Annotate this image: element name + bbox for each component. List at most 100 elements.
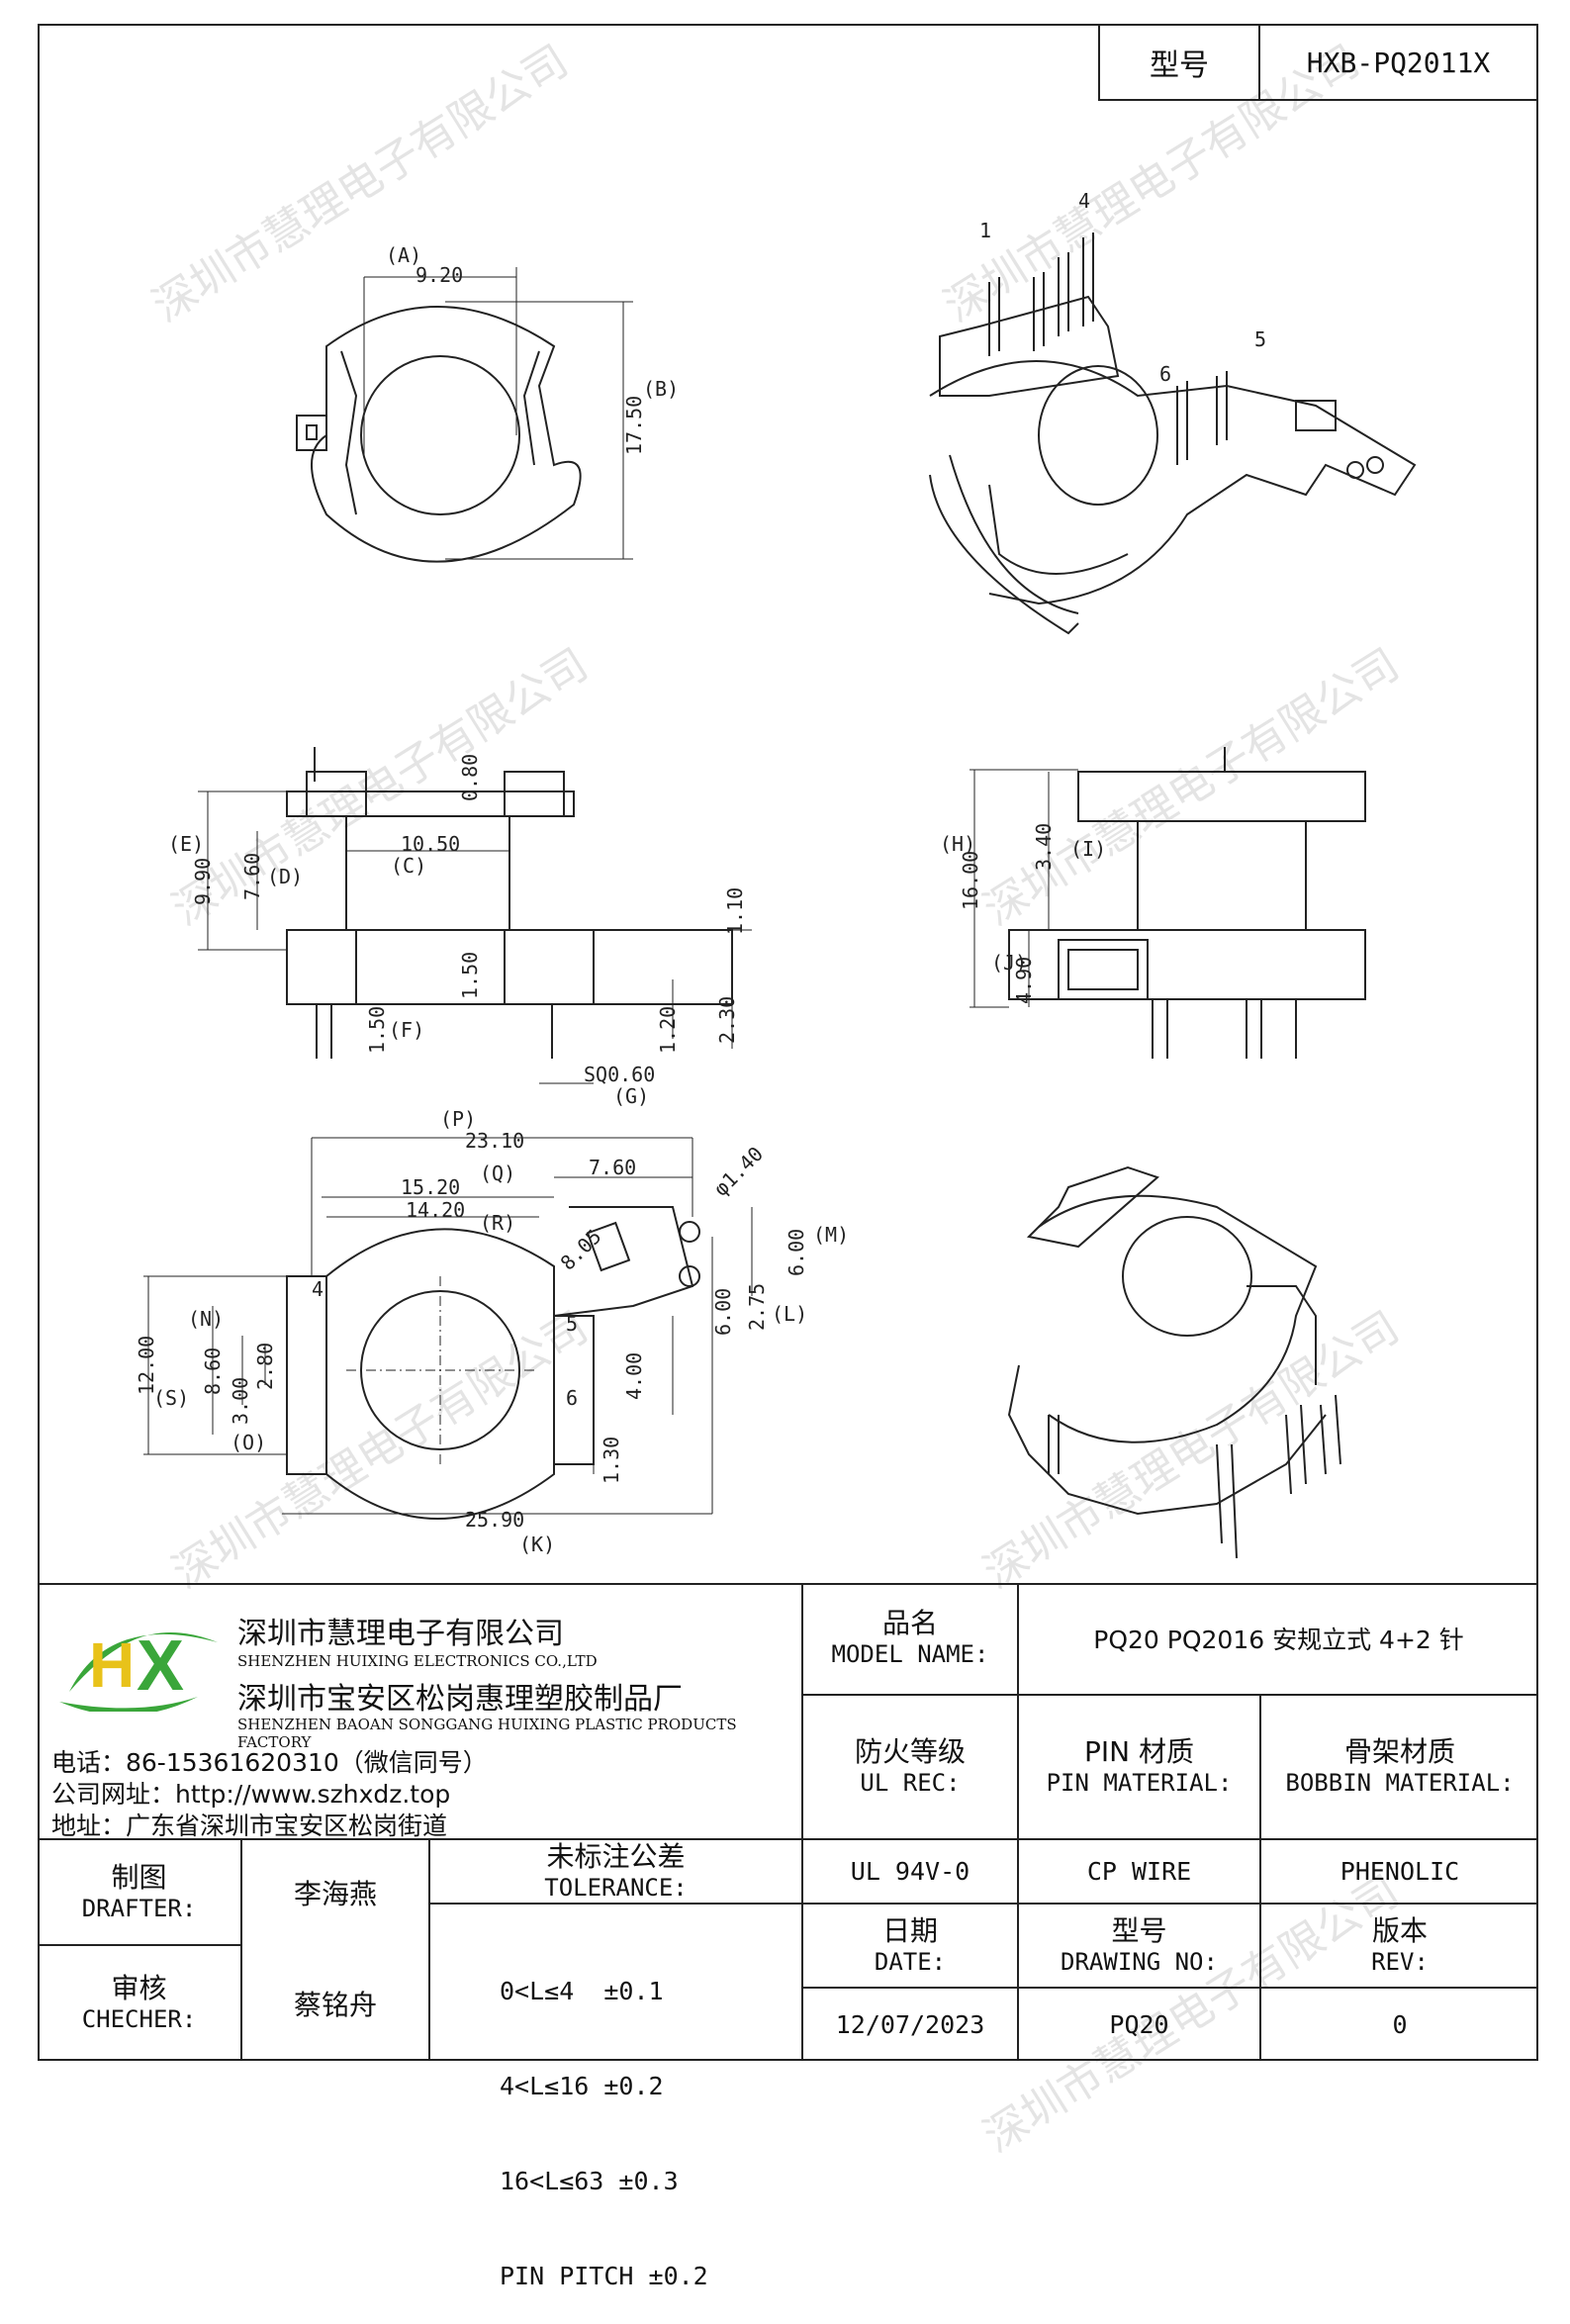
dim-value: 8.05 — [556, 1225, 606, 1275]
date-value: 12/07/2023 — [835, 2010, 985, 2039]
dim-value: 7.60 — [240, 853, 264, 900]
date-en: DATE: — [874, 1947, 947, 1976]
dim-label: (C) — [391, 854, 426, 878]
dim-value: 9.90 — [191, 858, 215, 905]
tolerance-cn: 未标注公差 — [546, 1839, 686, 1873]
dim-value: 15.20 — [401, 1175, 460, 1199]
technical-drawing: (A) 9.20 17.50 (B) 1 4 5 6 — [135, 189, 1417, 1559]
dim-value: 8.60 — [201, 1348, 225, 1395]
pin-number: 5 — [1254, 327, 1266, 351]
checker-label: 审核 CHECHER: — [38, 1946, 240, 2061]
company-name-en: SHENZHEN HUIXING ELECTRONICS CO.,LTD — [237, 1652, 598, 1670]
factory-name-en: SHENZHEN BAOAN SONGGANG HUIXING PLASTIC … — [237, 1716, 737, 1751]
tolerance-en: TOLERANCE: — [544, 1873, 688, 1902]
dim-label: (O) — [231, 1431, 266, 1454]
drawing-no-cn: 型号 — [1111, 1913, 1167, 1947]
drafter-value: 李海燕 — [293, 1877, 377, 1910]
tolerance-line: 0<L≤4 ±0.1 — [500, 1977, 664, 2005]
title-block — [38, 1583, 1538, 2061]
rev-label: 版本 REV: — [1261, 1905, 1538, 1987]
dim-label: (G) — [613, 1084, 649, 1108]
dim-value: 7.60 — [589, 1156, 636, 1179]
model-label: 型号 — [1100, 26, 1260, 99]
dim-value: 1.50 — [458, 952, 482, 999]
dim-value: 1.50 — [365, 1006, 389, 1054]
dim-label: (M) — [813, 1223, 849, 1247]
tolerance-line: PIN PITCH ±0.2 — [500, 2262, 708, 2290]
company-phone: 电话：86-15361620310（微信同号） — [51, 1748, 488, 1777]
factory-name-cn: 深圳市宝安区松岗惠理塑胶制品厂 — [237, 1682, 683, 1717]
dim-value: φ1.40 — [709, 1142, 769, 1201]
fire-rating-cn: 防火等级 — [854, 1735, 966, 1768]
drafter-label: 制图 DRAFTER: — [38, 1840, 240, 1944]
bobbin-material-label: 骨架材质 BOBBIN MATERIAL: — [1261, 1696, 1538, 1838]
dim-value: 2.75 — [745, 1283, 769, 1331]
product-name-cn: 品名 — [881, 1607, 938, 1639]
dim-value: 2.30 — [715, 996, 739, 1044]
dim-value: 3.40 — [1032, 823, 1056, 871]
bobbin-material-cn: 骨架材质 — [1343, 1735, 1455, 1768]
top-view — [296, 267, 633, 563]
tolerance-line: 16<L≤63 ±0.3 — [500, 2167, 679, 2195]
dim-value: 1.20 — [656, 1006, 680, 1054]
dim-value: 2.80 — [253, 1343, 277, 1390]
product-name-en: MODEL NAME: — [831, 1640, 989, 1668]
pin-number: 6 — [1159, 362, 1171, 386]
dim-label: (N) — [188, 1307, 224, 1331]
pin-material-en: PIN MATERIAL: — [1046, 1769, 1233, 1797]
rev-cn: 版本 — [1371, 1913, 1428, 1947]
side-view — [970, 747, 1366, 1059]
dim-label: (I) — [1070, 837, 1106, 861]
dim-label: (P) — [440, 1107, 476, 1131]
pin-number: 4 — [1078, 189, 1090, 213]
drawing-no-value: PQ20 — [1109, 2010, 1169, 2039]
rev-en: REV: — [1371, 1947, 1429, 1976]
dim-value: 10.50 — [401, 832, 460, 856]
drafter-en: DRAFTER: — [81, 1894, 197, 1922]
dim-value: 3.00 — [229, 1377, 252, 1425]
dim-value: 14.20 — [406, 1198, 465, 1222]
dim-value: 25.90 — [465, 1508, 524, 1532]
divider — [801, 1903, 1538, 1905]
company-address: 地址：广东省深圳市宝安区松岗街道 — [51, 1812, 448, 1840]
pin-number: 5 — [566, 1312, 578, 1336]
fire-rating-label: 防火等级 UL REC: — [803, 1696, 1017, 1838]
dim-value: 6.00 — [711, 1288, 735, 1336]
tolerance-table: 0<L≤4 ±0.1 4<L≤16 ±0.2 16<L≤63 ±0.3 PIN … — [500, 1912, 796, 2290]
fire-rating-en: UL REC: — [860, 1769, 961, 1797]
dim-label: (A) — [386, 243, 421, 267]
checker-value: 蔡铭舟 — [293, 1989, 377, 2021]
dim-label: (F) — [389, 1018, 424, 1042]
dim-label: (J) — [991, 951, 1027, 975]
pin-material-cn: PIN 材质 — [1084, 1735, 1194, 1768]
iso-view-bottom — [1007, 1165, 1341, 1559]
dim-value: 16.00 — [959, 851, 982, 910]
dim-value: 9.20 — [416, 263, 463, 287]
dim-label: (K) — [519, 1533, 555, 1556]
dim-label: (L) — [772, 1302, 807, 1326]
bottom-view — [143, 1137, 753, 1520]
divider — [38, 1944, 242, 1946]
front-view — [198, 747, 752, 1084]
divider — [801, 1694, 1538, 1696]
fire-rating-value: UL 94V-0 — [850, 1857, 970, 1886]
tolerance-label: 未标注公差 TOLERANCE: — [430, 1840, 801, 1903]
divider — [428, 1838, 430, 2061]
company-info: H X 深圳市慧理电子有限公司 SHENZHEN HUIXING ELECTRO… — [40, 1585, 801, 1840]
checker-cn: 审核 — [111, 1972, 167, 2004]
dim-label: (E) — [168, 832, 204, 856]
divider — [428, 1903, 801, 1905]
dim-value: SQ0.60 — [584, 1063, 655, 1086]
drafter-cn: 制图 — [111, 1860, 167, 1894]
dim-label: (D) — [267, 865, 303, 888]
product-name-label: 品名 MODEL NAME: — [803, 1583, 1017, 1694]
company-website: 公司网址：http://www.szhxdz.top — [51, 1780, 451, 1809]
iso-view-top — [929, 232, 1417, 635]
date-label: 日期 DATE: — [803, 1905, 1017, 1987]
pin-number: 6 — [566, 1386, 578, 1410]
dim-value: 12.00 — [135, 1336, 158, 1395]
date-cn: 日期 — [881, 1913, 938, 1947]
dim-value: 1.10 — [723, 887, 747, 935]
drawing-no-label: 型号 DRAWING NO: — [1019, 1905, 1259, 1987]
tolerance-line: 4<L≤16 ±0.2 — [500, 2072, 664, 2100]
